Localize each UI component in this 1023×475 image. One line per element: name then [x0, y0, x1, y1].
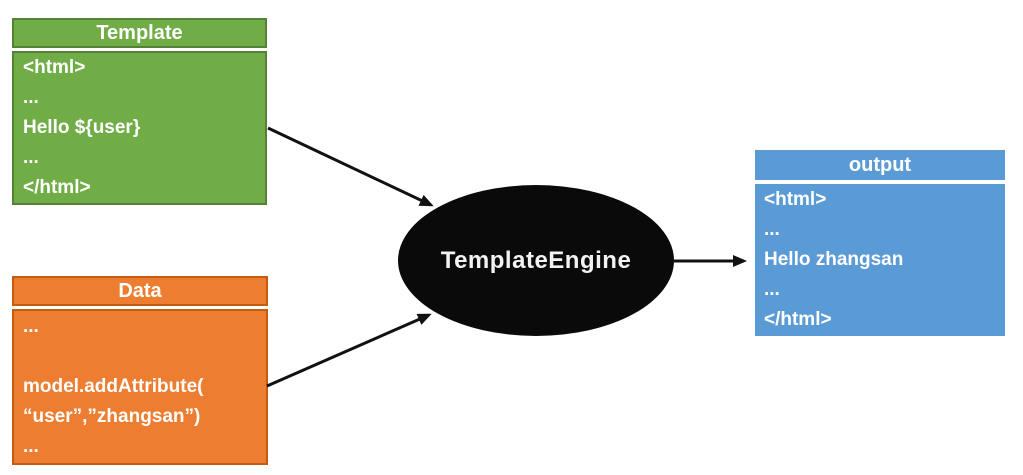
- output-code-line: <html>: [764, 189, 827, 210]
- data-code-line: ...: [23, 316, 39, 337]
- output-code-line: ...: [764, 219, 780, 240]
- data-box-header: Data: [12, 276, 268, 306]
- data-code-line: model.addAttribute(: [23, 376, 204, 397]
- output-code-line: </html>: [764, 309, 832, 330]
- output-code-line: Hello zhangsan: [764, 249, 904, 270]
- template-code-line: </html>: [23, 177, 91, 198]
- template-box-header: Template: [12, 18, 267, 48]
- output-box-header: output: [755, 150, 1005, 180]
- arrow-data-to-engine: [266, 313, 432, 388]
- arrow-template-to-engine: [267, 126, 434, 207]
- template-engine-label: TemplateEngine: [440, 246, 632, 274]
- template-code-line: ...: [23, 147, 39, 168]
- template-box-body: <html> ... Hello ${user} ... </html>: [12, 51, 267, 205]
- template-engine-node: TemplateEngine: [398, 185, 674, 336]
- output-box-body: <html> ... Hello zhangsan ... </html>: [755, 184, 1005, 336]
- data-code-line-blank: [14, 342, 266, 372]
- data-code-line: “user”,”zhangsan”): [23, 406, 201, 427]
- template-code-line: Hello ${user}: [23, 117, 141, 138]
- data-code-line: ...: [23, 436, 39, 457]
- output-code-line: ...: [764, 279, 780, 300]
- template-code-line: <html>: [23, 57, 86, 78]
- data-box-body: ... model.addAttribute( “user”,”zhangsan…: [12, 309, 268, 465]
- template-code-line: ...: [23, 87, 39, 108]
